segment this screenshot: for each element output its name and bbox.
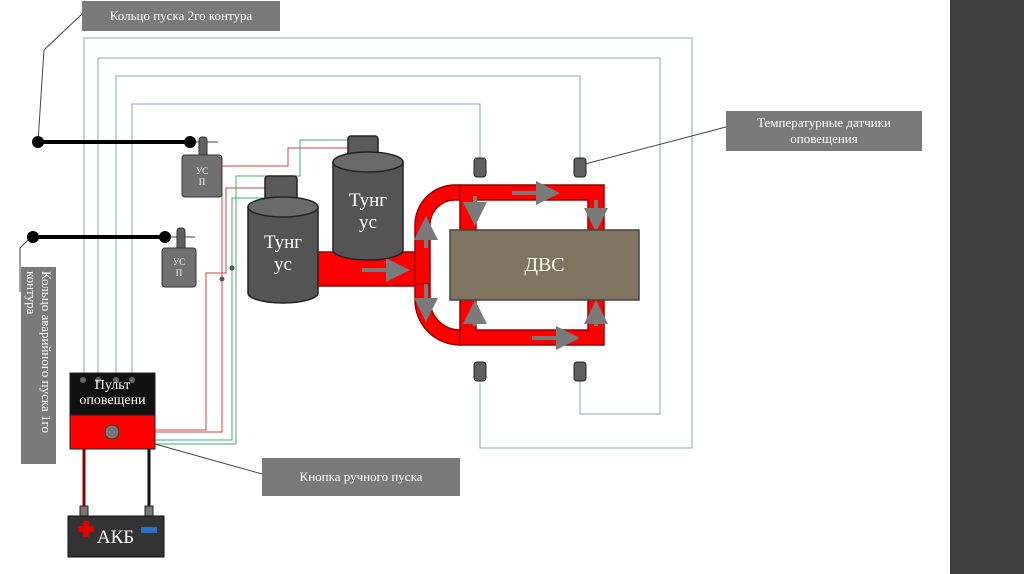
tank-left-label: Тунг ус <box>248 232 318 276</box>
battery-leads <box>82 449 151 510</box>
sensor-top-right <box>573 157 587 178</box>
panel-label-line1: Пульт <box>94 378 131 393</box>
slide-sidebar <box>950 0 1024 574</box>
signal-wires <box>83 37 693 449</box>
usp-lower-label-line1: УС <box>172 257 186 267</box>
sensor-bottom-left <box>473 361 487 382</box>
wire-sensor-bottom-right <box>97 57 661 415</box>
sensor-bottom-right <box>573 361 587 382</box>
panel-indicator <box>80 377 86 383</box>
panel-label-line2: оповещени <box>79 393 146 408</box>
battery <box>67 505 165 558</box>
panel-indicator <box>95 377 101 383</box>
panel-indicator <box>113 377 119 383</box>
tank-left-label-line2: ус <box>274 254 292 275</box>
callout-manual-button: Кнопка ручного пуска <box>262 458 460 496</box>
plus-icon <box>78 521 94 537</box>
panel-indicator <box>129 377 135 383</box>
wire-sensor-top-right <box>115 75 581 378</box>
usp-lower-label: УС П <box>162 257 196 279</box>
tank-left-label-line1: Тунг <box>263 232 303 253</box>
wire-sensor-top-left <box>131 103 481 378</box>
callout-ring2: Кольцо пуска 2го контура <box>82 1 280 31</box>
usp-upper <box>181 136 223 198</box>
callout-ring1: Кольцо аварийного пуска 1го контура <box>21 267 56 464</box>
wire-junction <box>229 265 235 271</box>
tank-right-label-line2: ус <box>359 212 377 233</box>
callout-temp-sensors: Температурные датчики оповещения <box>726 111 922 151</box>
usp-upper-label-line1: УС <box>195 166 209 176</box>
wire-sensor-bottom-left <box>83 37 693 449</box>
minus-icon <box>141 527 157 533</box>
usp-upper-label: УС П <box>182 166 222 188</box>
manual-start-button[interactable] <box>104 424 120 440</box>
tank-right-label-line1: Тунг <box>348 190 388 211</box>
usp-lower <box>161 227 197 288</box>
system-diagram <box>19 13 727 558</box>
callout-ring1-text: Кольцо аварийного пуска 1го контура <box>23 270 54 433</box>
engine-label: ДВС <box>524 254 565 276</box>
tank-left <box>247 175 319 304</box>
launch-rings <box>27 136 218 243</box>
tank-right <box>332 135 404 261</box>
sensor-top-left <box>473 157 487 178</box>
tank-right-label: Тунг ус <box>333 190 403 234</box>
panel-label: Пульт оповещени <box>70 378 155 408</box>
usp-lower-label-line2: П <box>175 268 183 278</box>
engine-block <box>449 229 640 301</box>
temperature-sensors <box>473 157 587 382</box>
flow-arrows <box>362 181 608 350</box>
battery-label: АКБ <box>96 527 135 548</box>
usp-upper-label-line2: П <box>198 177 206 187</box>
wire-junction <box>219 276 225 282</box>
control-wires-red <box>155 147 350 433</box>
